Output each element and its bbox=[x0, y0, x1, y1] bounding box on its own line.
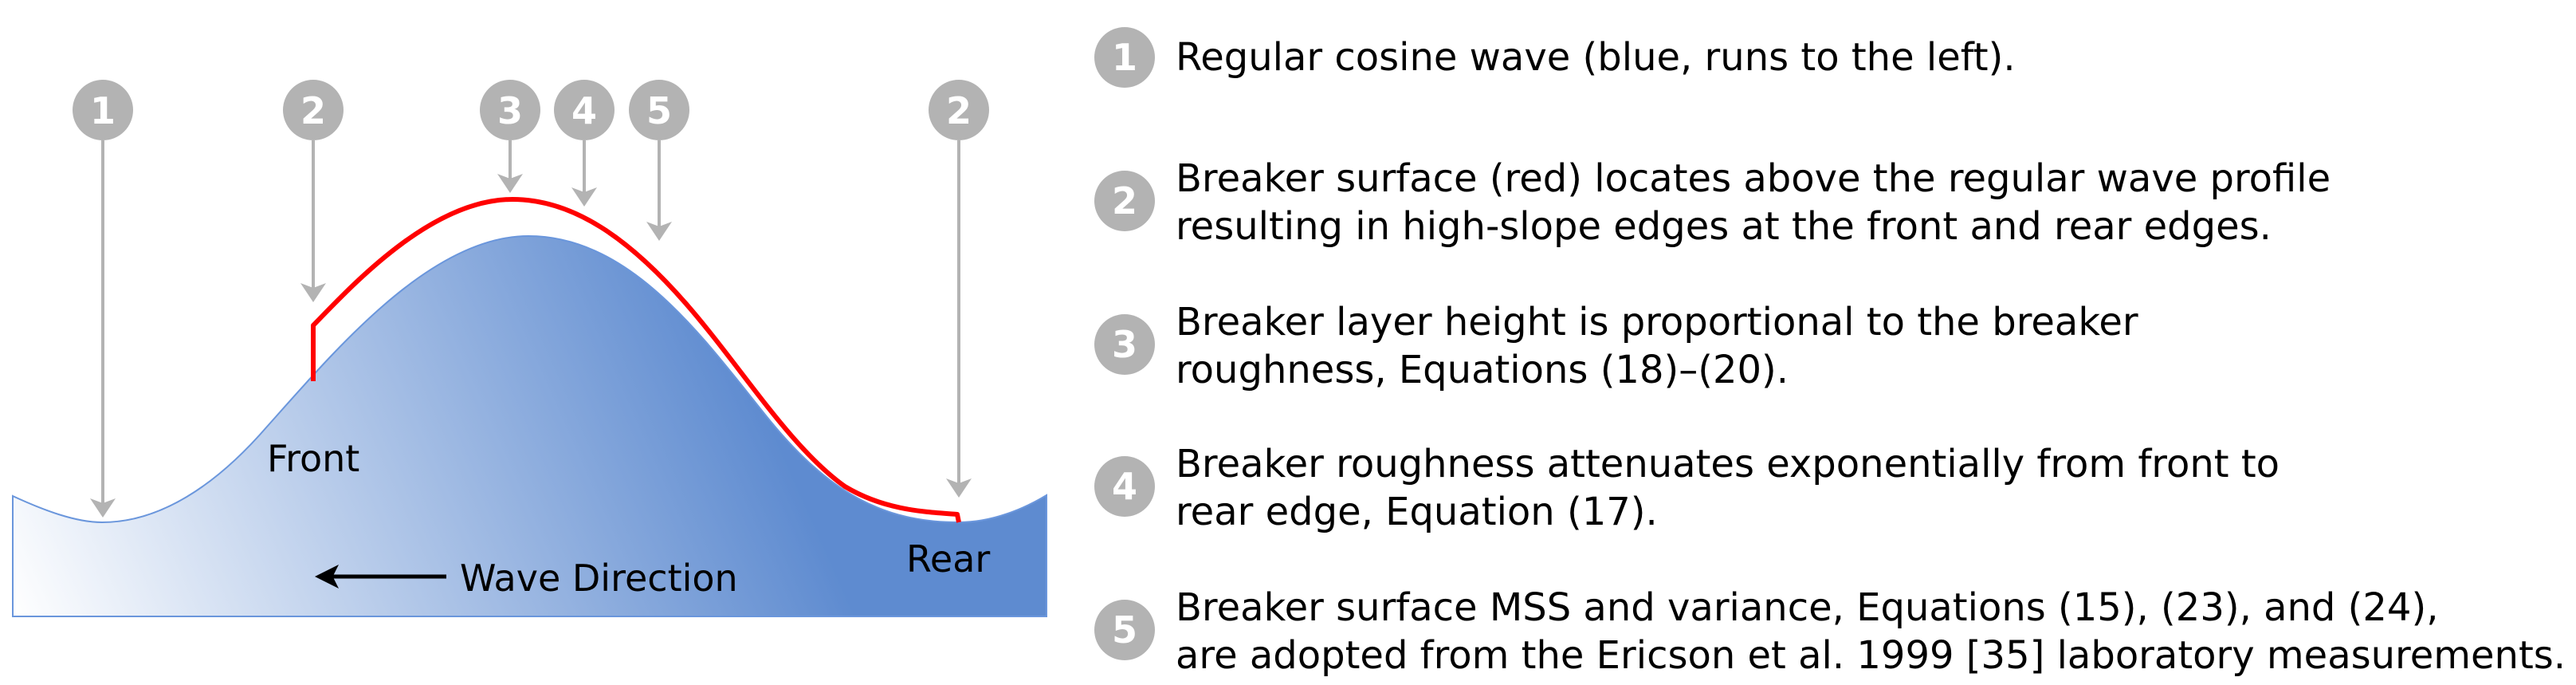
wave-diagram: 1 2 3 4 5 2 Front Rear Wave Direction bbox=[0, 0, 1060, 685]
callout-number: 3 bbox=[497, 89, 523, 132]
callout-badge-3 bbox=[480, 80, 540, 140]
legend-text-4: Breaker roughness attenuates exponential… bbox=[1176, 440, 2280, 536]
legend-line: rear edge, Equation (17). bbox=[1176, 490, 1658, 534]
legend-line: resulting in high-slope edges at the fro… bbox=[1176, 204, 2272, 249]
legend-badge-5: 5 bbox=[1094, 600, 1155, 660]
legend-text-1: Regular cosine wave (blue, runs to the l… bbox=[1176, 33, 2016, 81]
callout-arrows bbox=[90, 140, 972, 518]
callout-badge-1-left bbox=[73, 80, 133, 140]
callout-number: 5 bbox=[646, 89, 672, 132]
regular-wave-body bbox=[12, 234, 1047, 617]
legend: 1 Regular cosine wave (blue, runs to the… bbox=[1084, 0, 2576, 685]
callout-badge-4 bbox=[554, 80, 615, 140]
legend-line: Breaker roughness attenuates exponential… bbox=[1176, 442, 2280, 486]
wave-direction-label: Wave Direction bbox=[460, 557, 738, 600]
wave-diagram-graphic: 1 2 3 4 5 2 bbox=[12, 80, 1047, 617]
legend-badge-3: 3 bbox=[1094, 314, 1155, 375]
legend-line: roughness, Equations (18)–(20). bbox=[1176, 348, 1789, 392]
legend-badge-1: 1 bbox=[1094, 27, 1155, 88]
callout-badge-2-right bbox=[929, 80, 989, 140]
legend-line: Breaker layer height is proportional to … bbox=[1176, 300, 2138, 344]
callout-number: 2 bbox=[300, 89, 326, 132]
legend-line: Breaker surface MSS and variance, Equati… bbox=[1176, 585, 2439, 630]
breaker-surface-line bbox=[311, 197, 961, 523]
callout-badge-2-left bbox=[283, 80, 344, 140]
callout-number: 2 bbox=[946, 89, 972, 132]
legend-text-2: Breaker surface (red) locates above the … bbox=[1176, 155, 2331, 250]
legend-badge-4: 4 bbox=[1094, 456, 1155, 517]
callout-number: 4 bbox=[571, 89, 597, 132]
legend-text-3: Breaker layer height is proportional to … bbox=[1176, 298, 2138, 394]
callout-number: 1 bbox=[90, 89, 116, 132]
legend-line: Regular cosine wave (blue, runs to the l… bbox=[1176, 35, 2016, 80]
rear-label: Rear bbox=[906, 537, 991, 581]
front-label: Front bbox=[267, 437, 360, 480]
legend-text-5: Breaker surface MSS and variance, Equati… bbox=[1176, 584, 2566, 679]
legend-line: are adopted from the Ericson et al. 1999… bbox=[1176, 633, 2566, 678]
callout-badge-5 bbox=[629, 80, 689, 140]
legend-line: Breaker surface (red) locates above the … bbox=[1176, 156, 2331, 201]
legend-badge-2: 2 bbox=[1094, 171, 1155, 231]
